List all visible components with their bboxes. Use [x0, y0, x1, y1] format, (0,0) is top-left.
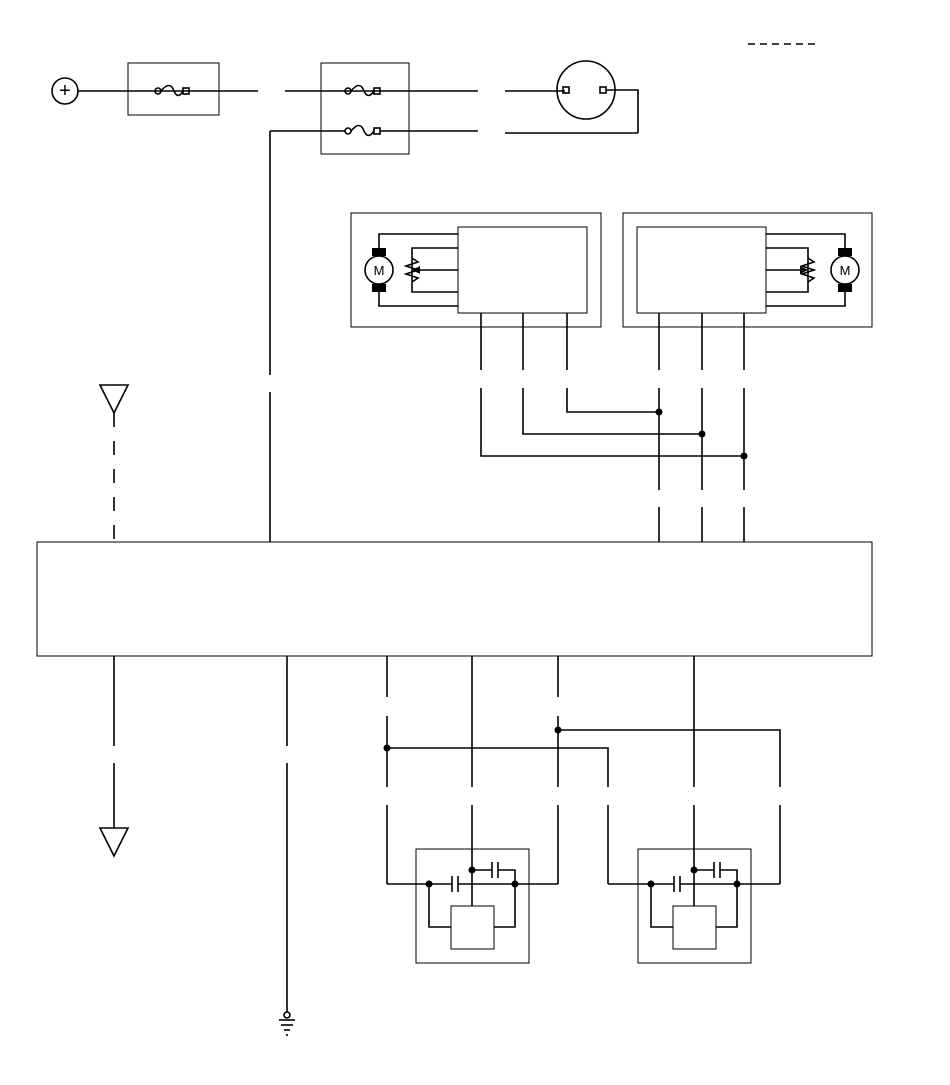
wire-al-1-cross	[480, 388, 744, 457]
switch-right	[608, 848, 780, 964]
actuator-left: M	[350, 212, 602, 328]
svg-text:M: M	[840, 263, 851, 278]
fuse-box	[320, 62, 410, 155]
svg-text:+: +	[59, 80, 71, 102]
wire-al-3-cross	[566, 388, 659, 413]
junction-dot	[740, 452, 748, 460]
junction-dot	[698, 430, 706, 438]
junction-dot	[655, 408, 663, 416]
control-unit	[36, 541, 873, 657]
motor-icon: M	[830, 248, 860, 292]
actuator-right: M	[622, 212, 873, 328]
junction-dot	[554, 726, 562, 734]
antenna-bottom-icon	[98, 656, 130, 858]
svg-text:M: M	[374, 263, 385, 278]
antenna-top-icon	[98, 384, 130, 542]
junction-dot	[383, 744, 391, 752]
lamp-icon	[556, 60, 639, 133]
wire-sw-c-cross	[558, 729, 781, 787]
wire-sw-a-cross	[387, 747, 609, 787]
switch-left	[387, 848, 558, 964]
wire-al-2-cross	[522, 388, 702, 435]
motor-icon: M	[364, 248, 394, 292]
battery-positive-icon: +	[51, 77, 79, 105]
ground-icon	[279, 1011, 295, 1036]
fuse-main	[127, 62, 220, 116]
